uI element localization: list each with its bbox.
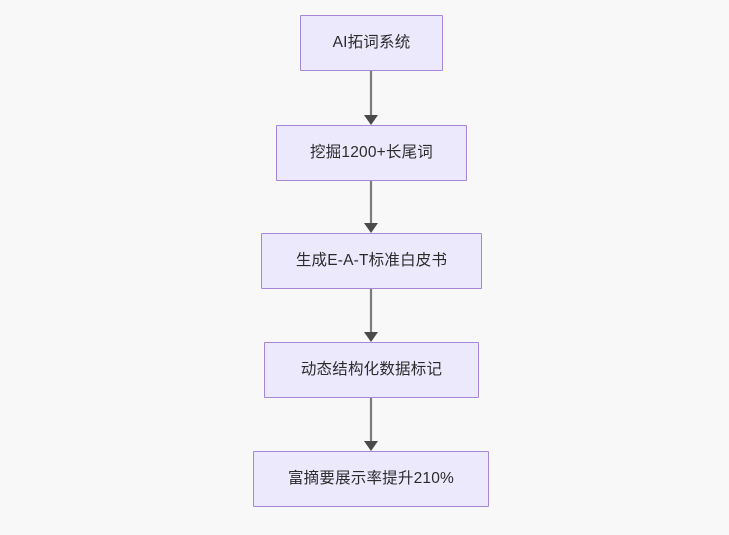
flow-edge-2 <box>364 181 378 233</box>
flow-edge-1 <box>364 71 378 125</box>
flow-edge-3 <box>364 289 378 342</box>
arrowhead-icon <box>364 115 378 125</box>
flow-node-2[interactable]: 挖掘1200+长尾词 <box>276 125 467 181</box>
flow-node-label: 挖掘1200+长尾词 <box>309 143 434 161</box>
flow-node-label: 动态结构化数据标记 <box>300 360 443 378</box>
arrowhead-icon <box>364 223 378 233</box>
flow-node-5[interactable]: 富摘要展示率提升210% <box>253 451 489 507</box>
flow-node-1[interactable]: AI拓词系统 <box>300 15 443 71</box>
arrowhead-icon <box>364 441 378 451</box>
flow-node-label: 富摘要展示率提升210% <box>287 469 455 487</box>
flow-edge-4 <box>364 398 378 451</box>
flow-node-4[interactable]: 动态结构化数据标记 <box>264 342 479 398</box>
arrowhead-icon <box>364 332 378 342</box>
flow-node-label: 生成E-A-T标准白皮书 <box>295 251 448 269</box>
flow-node-3[interactable]: 生成E-A-T标准白皮书 <box>261 233 482 289</box>
flow-node-label: AI拓词系统 <box>332 33 411 51</box>
